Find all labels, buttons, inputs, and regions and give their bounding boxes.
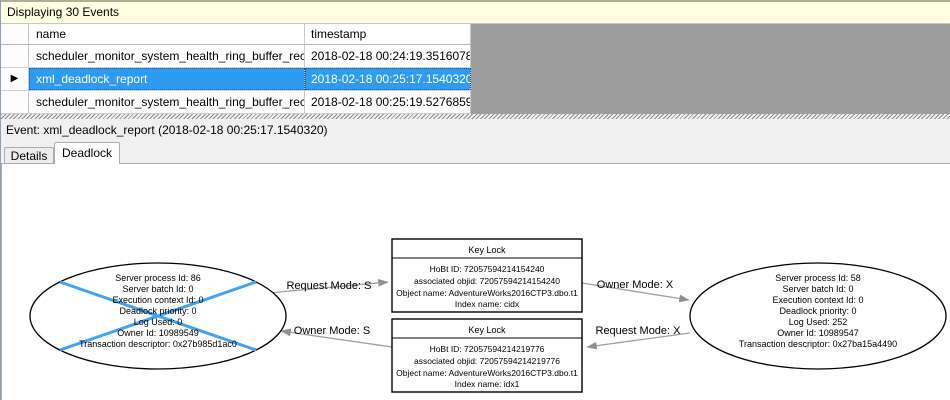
column-header-name[interactable]: name bbox=[29, 24, 305, 44]
event-timestamp-cell[interactable]: 2018-02-18 00:25:19.5276859 bbox=[305, 91, 471, 113]
process-line: Log Used: 0 bbox=[134, 317, 183, 327]
resource-title: Key Lock bbox=[468, 245, 506, 255]
process-line: Server batch Id: 0 bbox=[122, 284, 193, 294]
grid-header-row: name timestamp bbox=[1, 24, 471, 45]
resource-line: associated objid: 72057594214219776 bbox=[414, 356, 560, 366]
event-caption-label: Event: xml_deadlock_report (2018-02-18 0… bbox=[6, 123, 328, 137]
row-selector-cell[interactable] bbox=[1, 45, 29, 67]
event-timestamp-cell[interactable]: 2018-02-18 00:25:17.1540320 bbox=[305, 68, 471, 90]
process-line: Execution context Id: 0 bbox=[772, 295, 863, 305]
resource-node-bottom[interactable]: Key Lock HoBt ID: 72057594214219776 asso… bbox=[391, 318, 583, 393]
resource-node-top[interactable]: Key Lock HoBt ID: 72057594214154240 asso… bbox=[391, 238, 583, 313]
deadlock-graph: Request Mode: S Owner Mode: S Owner Mode… bbox=[29, 238, 947, 393]
resource-line: HoBt ID: 72057594214154240 bbox=[430, 264, 545, 274]
process-line: Owner Id: 10989547 bbox=[777, 328, 859, 338]
row-selector-header bbox=[1, 24, 29, 44]
process-line: Execution context Id: 0 bbox=[112, 295, 203, 305]
process-line: Owner Id: 10989549 bbox=[117, 328, 199, 338]
events-grid: name timestamp scheduler_monitor_system_… bbox=[1, 24, 471, 114]
resource-line: Index name: cidx bbox=[455, 299, 520, 309]
deadlock-panel: Request Mode: S Owner Mode: S Owner Mode… bbox=[1, 163, 950, 400]
process-line: Server process Id: 58 bbox=[775, 273, 861, 283]
event-name-cell[interactable]: scheduler_monitor_system_health_ring_buf… bbox=[29, 45, 305, 67]
resource-line: Object name: AdventureWorks2016CTP3.dbo.… bbox=[396, 288, 578, 298]
edge-label-owner-x: Owner Mode: X bbox=[597, 279, 674, 291]
resource-line: associated objid: 72057594214154240 bbox=[414, 276, 560, 286]
event-row-2-selected[interactable]: ▶ xml_deadlock_report 2018-02-18 00:25:1… bbox=[1, 68, 471, 91]
edge-owner-s bbox=[280, 328, 393, 348]
process-line: Transaction descriptor: 0x27ba15a4490 bbox=[739, 339, 897, 349]
resource-line: HoBt ID: 72057594214219776 bbox=[430, 344, 545, 354]
event-caption: Event: xml_deadlock_report (2018-02-18 0… bbox=[1, 119, 950, 142]
current-row-arrow-icon: ▶ bbox=[10, 73, 19, 84]
process-node-right[interactable]: Server process Id: 58 Server batch Id: 0… bbox=[689, 262, 947, 370]
row-selector-cell[interactable]: ▶ bbox=[1, 68, 29, 90]
process-line: Transaction descriptor: 0x27b985d1ac0 bbox=[79, 339, 237, 349]
event-row-3[interactable]: scheduler_monitor_system_health_ring_buf… bbox=[1, 91, 471, 114]
event-name-cell[interactable]: scheduler_monitor_system_health_ring_buf… bbox=[29, 91, 305, 113]
events-count-label: Displaying 30 Events bbox=[7, 5, 120, 19]
edge-label-request-x: Request Mode: X bbox=[596, 325, 682, 337]
edge-request-s bbox=[267, 279, 389, 294]
splitter-handle[interactable] bbox=[1, 114, 950, 119]
resource-line: Object name: AdventureWorks2016CTP3.dbo.… bbox=[396, 368, 578, 378]
edge-label-request-s: Request Mode: S bbox=[287, 280, 372, 292]
event-name-cell[interactable]: xml_deadlock_report bbox=[29, 68, 305, 90]
process-line: Log Used: 252 bbox=[789, 317, 848, 327]
process-line: Deadlock priority: 0 bbox=[779, 306, 856, 316]
edge-label-owner-s: Owner Mode: S bbox=[294, 325, 370, 337]
process-line: Deadlock priority: 0 bbox=[119, 306, 196, 316]
column-header-timestamp[interactable]: timestamp bbox=[305, 24, 471, 44]
process-line: Server process Id: 86 bbox=[115, 273, 201, 283]
tab-deadlock[interactable]: Deadlock bbox=[54, 142, 120, 164]
event-timestamp-cell[interactable]: 2018-02-18 00:24:19.3516078 bbox=[305, 45, 471, 67]
edge-request-x bbox=[586, 332, 691, 350]
events-count-bar: Displaying 30 Events bbox=[1, 0, 950, 24]
edge-lines bbox=[267, 279, 691, 350]
resource-title: Key Lock bbox=[468, 325, 506, 335]
tab-details[interactable]: Details bbox=[4, 147, 54, 164]
event-row-1[interactable]: scheduler_monitor_system_health_ring_buf… bbox=[1, 45, 471, 68]
edge-owner-x bbox=[581, 282, 690, 303]
resource-line: Index name: idx1 bbox=[455, 379, 520, 389]
process-node-victim[interactable]: Server process Id: 86 Server batch Id: 0… bbox=[29, 262, 287, 370]
row-selector-cell[interactable] bbox=[1, 91, 29, 113]
victim-cross-icon bbox=[59, 280, 257, 352]
process-line: Server batch Id: 0 bbox=[782, 284, 853, 294]
